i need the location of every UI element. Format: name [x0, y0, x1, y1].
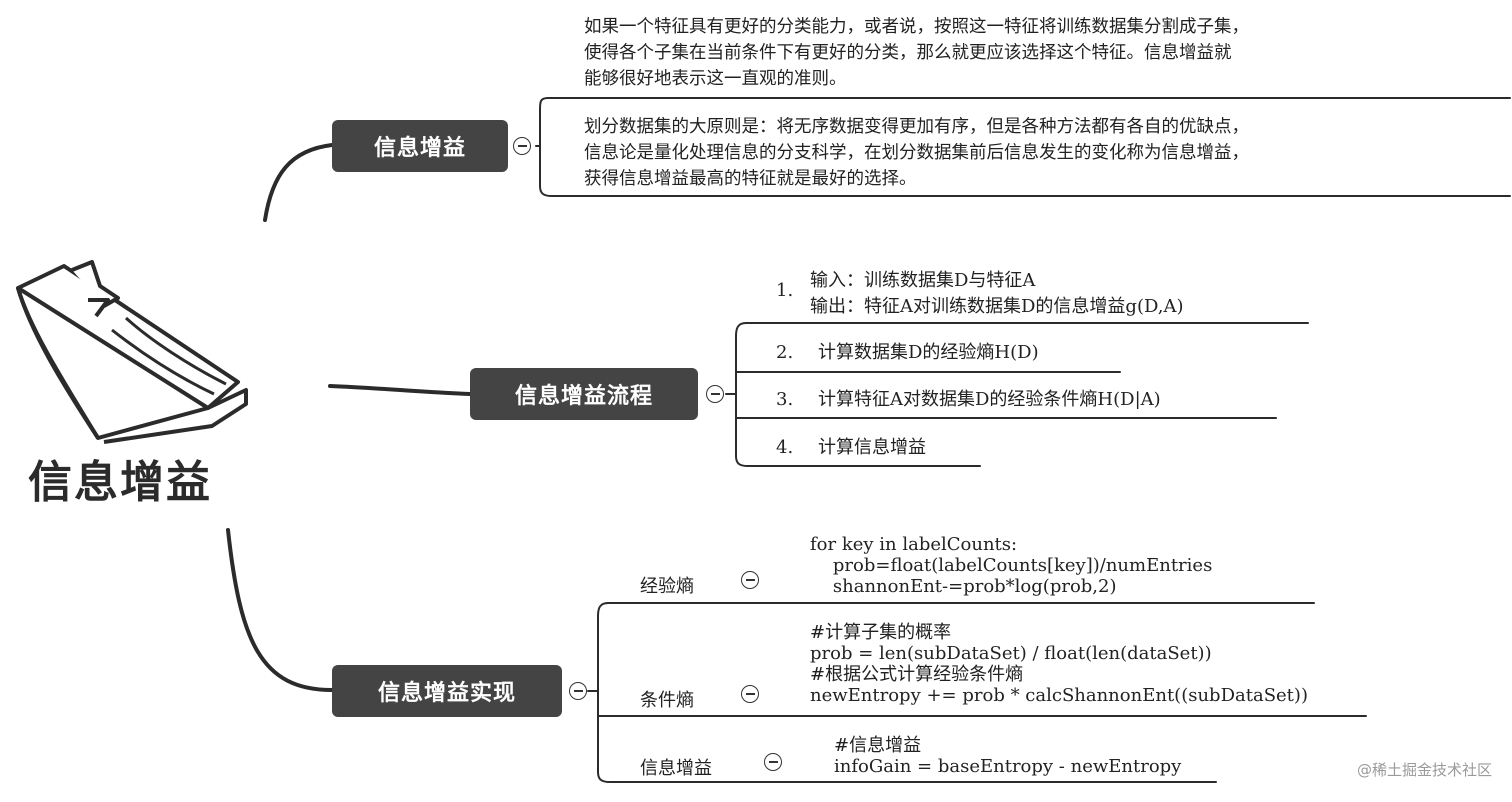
root-title: 信息增益 [28, 457, 212, 508]
collapse-minus-icon[interactable] [706, 385, 724, 403]
note-info-gain-2: 划分数据集的大原则是：将无序数据变得更加有序，但是各种方法都有各自的优缺点， 信… [584, 114, 1249, 192]
note-line: 使得各个子集在当前条件下有更好的分类，那么就更应该选择这个特征。信息增益就 [584, 43, 1232, 63]
note-line: 信息论是量化处理信息的分支科学，在划分数据集前后信息发生的变化称为信息增益， [584, 143, 1249, 163]
note-line: 如果一个特征具有更好的分类能力，或者说，按照这一特征将训练数据集分割成子集， [584, 17, 1249, 37]
step-1: 输入：训练数据集D与特征A 输出：特征A对训练数据集D的信息增益g(D,A) [810, 268, 1184, 320]
note-line: 能够很好地表示这一直观的准则。 [584, 69, 847, 89]
note-line: 获得信息增益最高的特征就是最好的选择。 [584, 169, 917, 189]
step-number: 4. [776, 437, 794, 458]
watermark: @稀土掘金技术社区 [1356, 761, 1492, 779]
step-3: 计算特征A对数据集D的经验条件熵H(D|A) [818, 389, 1161, 410]
step-line: 输入：训练数据集D与特征A [810, 270, 1036, 291]
book-icon [16, 260, 248, 444]
step-number: 2. [776, 342, 794, 363]
collapse-minus-icon[interactable] [741, 571, 759, 589]
collapse-minus-icon[interactable] [569, 682, 587, 700]
collapse-minus-icon[interactable] [741, 685, 759, 703]
note-line: 划分数据集的大原则是：将无序数据变得更加有序，但是各种方法都有各自的优缺点， [584, 117, 1249, 137]
impl-item-label: 信息增益 [640, 758, 712, 779]
topic-info-gain-process[interactable]: 信息增益流程 [470, 368, 698, 420]
impl-item-label: 条件熵 [640, 690, 694, 711]
step-4: 计算信息增益 [818, 437, 926, 458]
step-line: 输出：特征A对训练数据集D的信息增益g(D,A) [810, 296, 1184, 317]
step-2: 计算数据集D的经验熵H(D) [818, 342, 1039, 363]
code-block-info-gain: #信息增益 infoGain = baseEntropy - newEntrop… [834, 735, 1182, 777]
code-block-conditional-entropy: #计算子集的概率 prob = len(subDataSet) / float(… [810, 622, 1308, 706]
collapse-minus-icon[interactable] [764, 753, 782, 771]
collapse-minus-icon[interactable] [513, 137, 531, 155]
impl-item-label: 经验熵 [640, 576, 694, 597]
step-number: 3. [776, 389, 794, 410]
step-number: 1. [776, 280, 794, 301]
code-block-empirical-entropy: for key in labelCounts: prob=float(label… [810, 534, 1213, 597]
topic-info-gain-impl[interactable]: 信息增益实现 [332, 665, 562, 717]
note-info-gain-1: 如果一个特征具有更好的分类能力，或者说，按照这一特征将训练数据集分割成子集， 使… [584, 14, 1249, 92]
topic-info-gain[interactable]: 信息增益 [332, 120, 508, 172]
